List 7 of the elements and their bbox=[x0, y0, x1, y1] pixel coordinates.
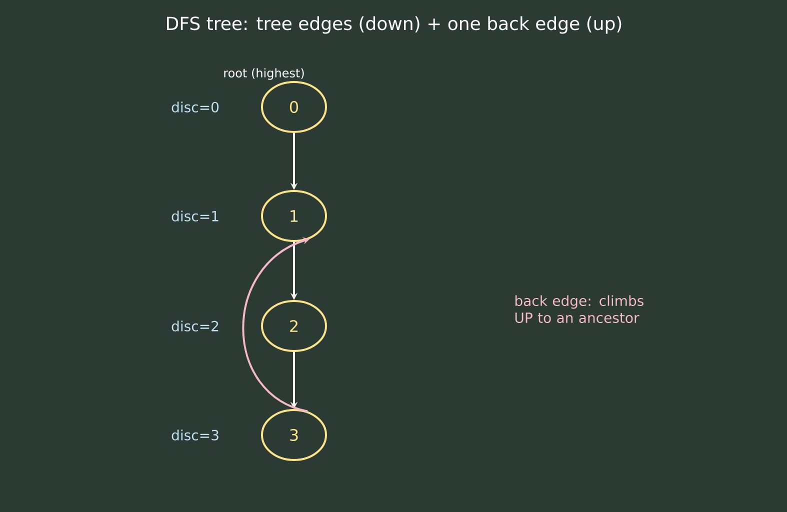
discovery-label: disc=0 bbox=[172, 102, 219, 112]
discovery-label: disc=2 bbox=[172, 320, 218, 332]
title: DFS tree: tree edges (down) + one back edge (up) bbox=[167, 16, 622, 34]
node-caption: root (highest) bbox=[224, 68, 304, 80]
note-text: back edge: climbs UP to an ancestor bbox=[515, 295, 644, 324]
discovery-label: disc=3 bbox=[172, 430, 218, 440]
discovery-label: disc=1 bbox=[172, 210, 218, 222]
